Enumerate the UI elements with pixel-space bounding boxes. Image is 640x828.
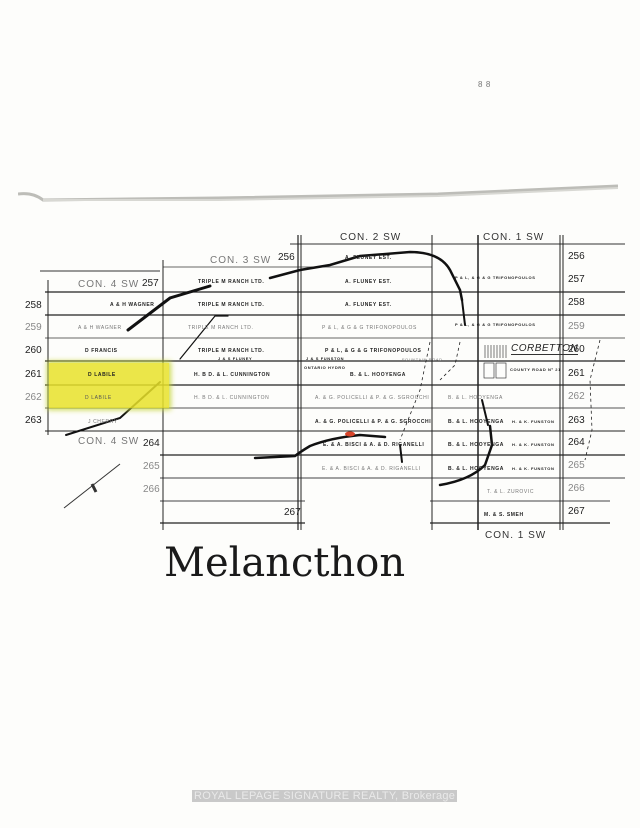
page-mark: 8 8	[478, 80, 491, 89]
owner-con1-267: M. & S. SMEH	[484, 512, 524, 518]
lot-262-left: 262	[25, 392, 42, 403]
con-2-sw-label: CON. 2 SW	[340, 232, 402, 243]
owner-con1-262: B. & L. HOOYENGA	[448, 395, 503, 401]
owner-con1-263: B. & L. HOOYENGA	[448, 419, 504, 425]
lot-257-right: 257	[568, 274, 585, 285]
fountain-road-label: FOUNTAIN ROAD	[402, 357, 443, 362]
lot-261-right: 261	[568, 368, 585, 379]
owner-con4-263: J CHERRY	[88, 419, 118, 425]
owner-con2-258: A. FLUNEY EST.	[345, 302, 392, 308]
owner-con1-263b: H. & K. FUNSTON	[512, 419, 555, 424]
lot-267-mid: 267	[284, 507, 301, 518]
owner-con4-259: A & H WAGNER	[78, 325, 122, 331]
township-title: Melancthon	[164, 540, 406, 586]
owner-con4-262: D LABILE	[85, 395, 112, 401]
lot-265-right: 265	[568, 460, 585, 471]
con-4-sw-label-upper: CON. 4 SW	[78, 279, 140, 290]
owner-con1-259: P & L, & G & G TRIFONOPOULOS	[455, 322, 536, 327]
owner-con3-257: TRIPLE M RANCH LTD.	[198, 279, 265, 285]
lot-264-mid: 264	[143, 438, 160, 449]
con-1-sw-label-top: CON. 1 SW	[483, 232, 545, 243]
owner-con3-262: H. B D. & L. CUNNINGTON	[194, 395, 270, 401]
lot-grid	[40, 235, 625, 530]
owner-con3-258: TRIPLE M RANCH LTD.	[198, 302, 265, 308]
lot-256-right: 256	[568, 251, 585, 262]
lot-258-right: 258	[568, 297, 585, 308]
lot-259-right: 259	[568, 321, 585, 332]
paper-fold-crease	[18, 184, 618, 202]
owner-con1-264: B. & L. HOOYENGA	[448, 442, 504, 448]
owner-con2-263: A. & G. POLICELLI & P. & G. SGROCCHI	[315, 419, 432, 425]
owner-con3-261: H. B D. & L. CUNNINGTON	[194, 372, 271, 378]
corbetton-label: CORBETTON	[511, 343, 579, 355]
lot-267-right: 267	[568, 506, 585, 517]
brokerage-watermark: ROYAL LEPAGE SIGNATURE REALTY, Brokerage	[192, 790, 458, 802]
lot-258-left: 258	[25, 300, 42, 311]
owner-con3-259: TRIPLE M RANCH LTD.	[188, 325, 254, 331]
con-3-sw-label: CON. 3 SW	[210, 255, 272, 266]
con-1-sw-label-bottom: CON. 1 SW	[485, 530, 547, 541]
owner-con4-260: D FRANCIS	[85, 348, 118, 354]
ontario-hydro-label: ONTARIO HYDRO	[304, 365, 346, 370]
lot-256-mid: 256	[278, 252, 295, 263]
lot-266-right: 266	[568, 483, 585, 494]
owner-con4-261: D LABILE	[88, 372, 116, 378]
owner-con2-261: B. & L. HOOYENGA	[350, 372, 406, 378]
owner-con1-264b: H. & K. FUNSTON	[512, 442, 555, 447]
owner-con1-257: P & L, & G & G TRIFONOPOULOS	[455, 275, 536, 280]
lot-266-mid: 266	[143, 484, 160, 495]
red-marker	[345, 431, 355, 437]
owner-con2-265: E. & A. BISCI & A. & D. RIGANELLI	[322, 466, 421, 472]
lot-261-left: 261	[25, 369, 42, 380]
owner-con2-262: A. & G. POLICELLI & P. & G. SGROCCHI	[315, 395, 430, 401]
highlighted-parcel[interactable]	[49, 363, 169, 408]
owner-con2-264: E. & A. BISCI & A. & D. RIGANELLI	[323, 442, 425, 448]
lot-260-left: 260	[25, 345, 42, 356]
owner-con4-258: A & H WAGNER	[110, 302, 155, 308]
lot-263-right: 263	[568, 415, 585, 426]
owner-con3-260: TRIPLE M RANCH LTD.	[198, 348, 265, 354]
lot-257-left: 257	[142, 278, 159, 289]
lot-264-right: 264	[568, 437, 585, 448]
lot-265-mid: 265	[143, 461, 160, 472]
owner-con1-266: T. & L. ZUROVIC	[487, 489, 535, 495]
owner-con2-259: P & L, & G & G TRIFONOPOULOS	[322, 325, 417, 331]
county-road-label: COUNTY ROAD Nº 21	[510, 367, 561, 372]
owner-con2-260: P & L, & G & G TRIFONOPOULOS	[325, 348, 422, 354]
owner-con1-265b: H. & K. FUNSTON	[512, 466, 555, 471]
lot-263-left: 263	[25, 415, 42, 426]
con-4-sw-label-lower: CON. 4 SW	[78, 436, 140, 447]
owner-con2-256: A. FLUNEY EST.	[345, 255, 392, 261]
owner-con2-257: A. FLUNEY EST.	[345, 279, 392, 285]
owner-con2-260b: J & S FUNSTON	[306, 356, 345, 361]
lot-262-right: 262	[568, 391, 585, 402]
lot-259-left: 259	[25, 322, 42, 333]
lot-260-right: 260	[568, 344, 585, 355]
owner-con3-260b: J & S FLUNEY	[218, 356, 253, 361]
owner-con1-265: B. & L. HOOYENGA	[448, 466, 504, 472]
